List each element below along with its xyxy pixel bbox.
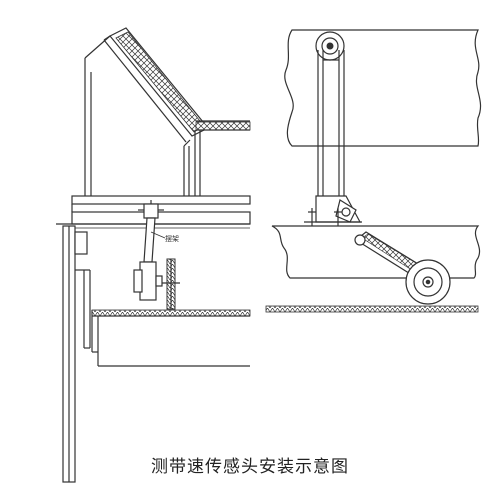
idler-supports (84, 35, 201, 196)
troughing-idler (103, 27, 251, 143)
measuring-wheel-right (405, 259, 451, 305)
callout-label: 摆架 (165, 234, 179, 243)
support-leg (62, 225, 91, 483)
upper-structure (284, 29, 482, 147)
pulley-drum (91, 310, 250, 367)
speed-sensor-head: 摆架 (133, 200, 179, 301)
belt-left (91, 309, 251, 317)
left-view: 摆架 (56, 27, 251, 483)
hanger-bracket (304, 50, 362, 226)
top-pulley (315, 31, 345, 61)
right-view (265, 29, 482, 313)
belt-right (265, 305, 479, 313)
measuring-wheel-left (162, 258, 180, 310)
lower-beam (271, 225, 481, 279)
figure-caption: 测带速传感头安装示意图 (151, 457, 349, 477)
